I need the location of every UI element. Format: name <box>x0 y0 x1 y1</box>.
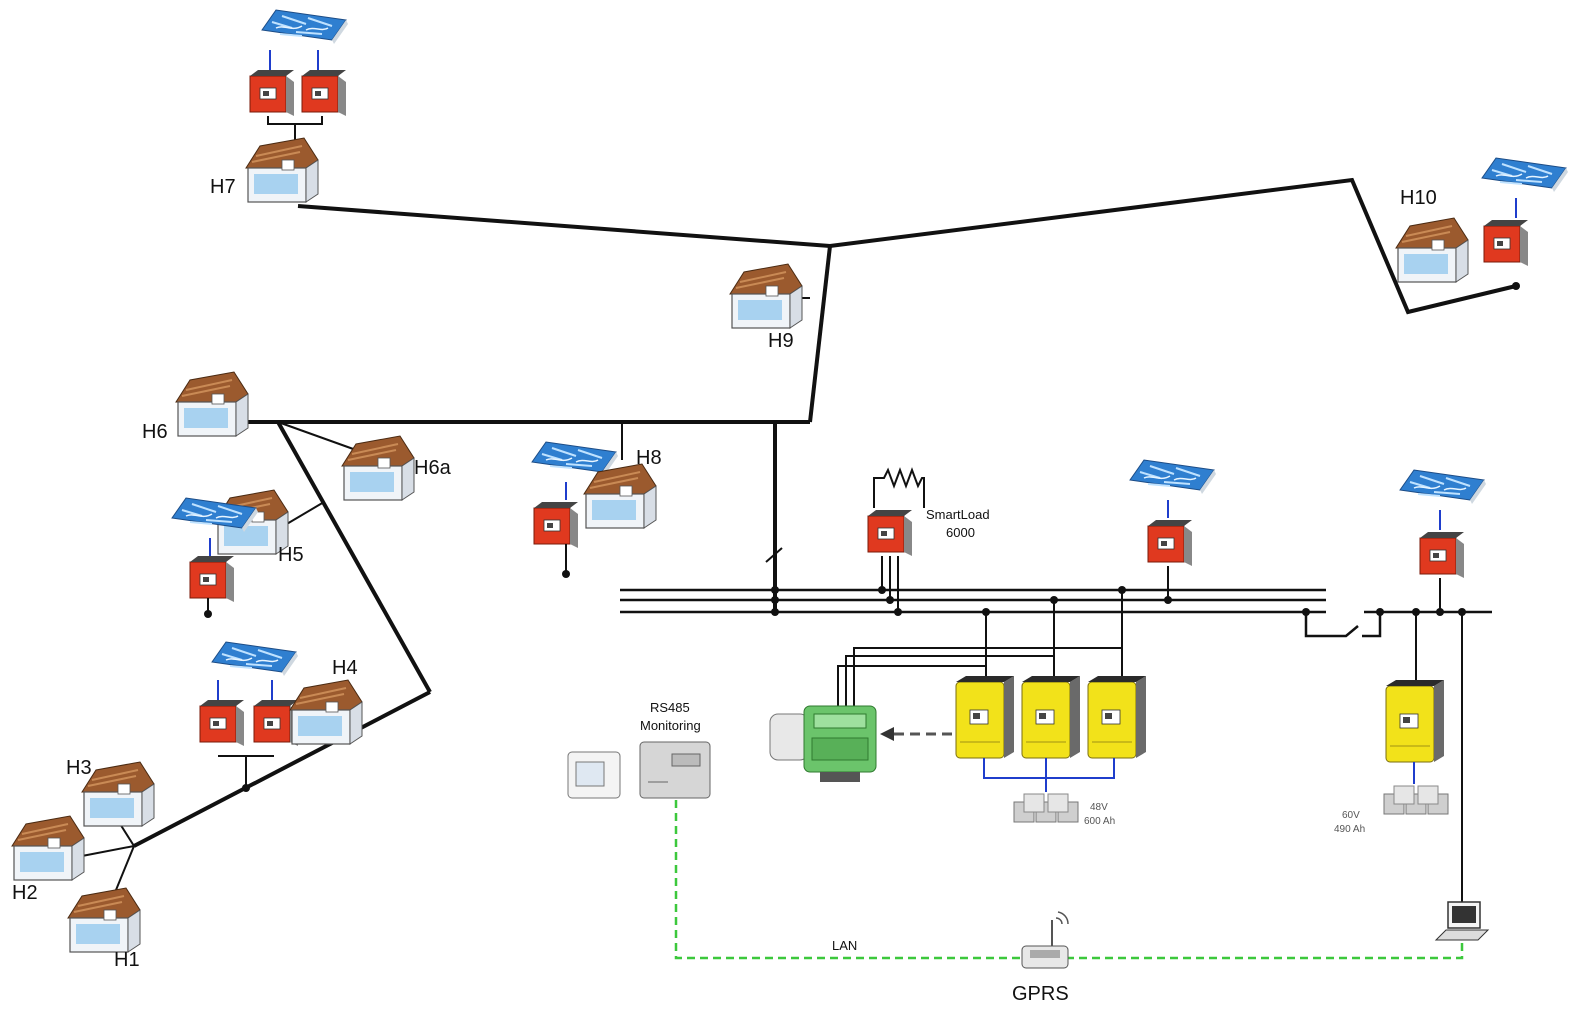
label-h4: H4 <box>332 657 358 679</box>
label-h1: H1 <box>114 949 140 971</box>
lan-label: LAN <box>832 938 857 953</box>
lan-network: LAN GPRS <box>674 612 1490 1005</box>
router-icon <box>1021 911 1069 969</box>
house-h6a: H6a <box>341 435 452 501</box>
inverter-icon <box>301 69 347 117</box>
generator-icon <box>769 705 877 782</box>
inverter-icon <box>1483 219 1529 267</box>
house-icon <box>583 463 657 529</box>
router-icon <box>639 741 711 799</box>
monitoring-label-1: RS485 <box>650 700 690 715</box>
inverter-icon <box>1385 679 1445 763</box>
label-h6a: H6a <box>414 457 452 479</box>
label-h7: H7 <box>210 176 236 198</box>
solar-panel-icon <box>261 9 349 45</box>
label-h8: H8 <box>636 447 662 469</box>
bus-pv-2 <box>1399 469 1487 612</box>
bus-pv-1 <box>1129 459 1217 600</box>
house-icon <box>1395 217 1469 283</box>
house-h10: H10 <box>1395 157 1569 283</box>
solar-panel-icon <box>1129 459 1217 495</box>
inverter-icon <box>1087 675 1147 759</box>
inverter-icon <box>1419 531 1465 579</box>
solar-panel-icon <box>211 641 299 677</box>
label-h6: H6 <box>142 421 168 443</box>
battery1-capacity: 600 Ah <box>1084 816 1115 827</box>
inverter-icon <box>955 675 1015 759</box>
inverter-icon <box>199 699 245 747</box>
label-h9: H9 <box>768 330 794 352</box>
resistor-icon <box>873 467 925 508</box>
label-h5: H5 <box>278 544 304 566</box>
battery-inverters: 48V 600 Ah <box>955 590 1147 827</box>
smartload-label-1: SmartLoad <box>926 507 990 522</box>
generator <box>769 647 1123 782</box>
house-h3: H3 <box>66 757 155 827</box>
display-icon <box>567 751 621 799</box>
house-h8: H8 <box>531 441 662 572</box>
house-h6: H6 <box>142 371 249 443</box>
computer-icon <box>1434 901 1490 941</box>
house-icon <box>729 263 803 329</box>
junction-dots <box>204 282 1520 792</box>
house-icon <box>341 435 415 501</box>
house-icon <box>289 679 363 745</box>
house-h7: H7 <box>210 9 349 203</box>
house-h9: H9 <box>729 263 803 352</box>
house-icon <box>81 761 155 827</box>
inverter-icon <box>1021 675 1081 759</box>
house-h1: H1 <box>67 887 141 971</box>
house-icon <box>175 371 249 437</box>
label-h10: H10 <box>1400 187 1437 209</box>
battery2-voltage: 60V <box>1342 810 1360 821</box>
house-h4: H4 <box>199 641 363 747</box>
solar-panel-icon <box>1399 469 1487 505</box>
house-icon <box>11 815 85 881</box>
monitoring-label-2: Monitoring <box>640 718 701 733</box>
smartload-6000: SmartLoad 6000 <box>867 467 990 612</box>
inverter-icon <box>189 555 235 603</box>
smartload-label-2: 6000 <box>946 525 975 540</box>
battery-icon <box>1013 793 1079 823</box>
inverter-icon <box>1147 519 1193 567</box>
house-icon <box>67 887 141 953</box>
right-battery-inverter: 60V 490 Ah <box>1334 612 1449 835</box>
inverter-icon <box>249 69 295 117</box>
label-h2: H2 <box>12 882 38 904</box>
distribution-lines <box>81 177 1517 891</box>
ac-bus <box>620 588 1492 638</box>
battery2-capacity: 490 Ah <box>1334 824 1365 835</box>
solar-panel-icon <box>1481 157 1569 193</box>
house-h2: H2 <box>11 815 85 904</box>
inverter-icon <box>533 501 579 549</box>
label-h3: H3 <box>66 757 92 779</box>
inverter-icon <box>867 509 913 557</box>
house-h5: H5 <box>171 489 304 612</box>
battery-icon <box>1383 785 1449 815</box>
battery1-voltage: 48V <box>1090 802 1108 813</box>
rs485-monitoring: RS485 Monitoring <box>567 700 711 799</box>
house-icon <box>245 137 319 203</box>
gprs-label: GPRS <box>1012 983 1069 1005</box>
